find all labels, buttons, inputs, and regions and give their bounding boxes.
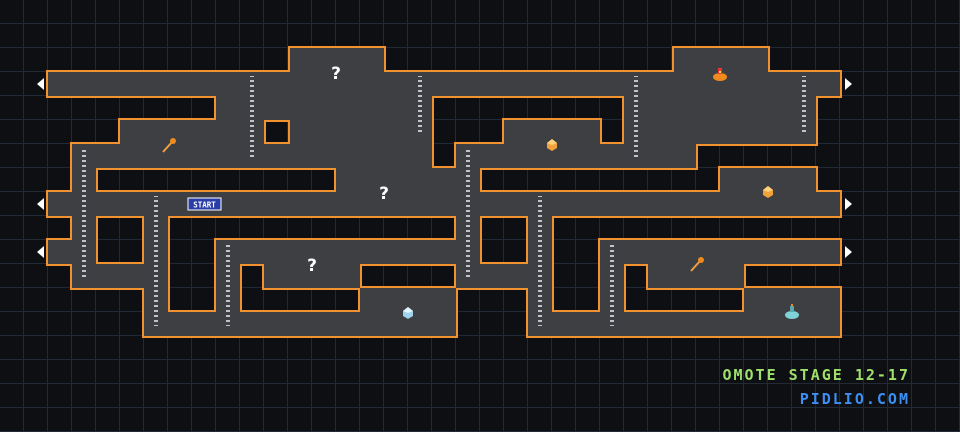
exit-right-arrow-icon[interactable] — [845, 198, 852, 210]
exit-left-arrow-icon[interactable] — [37, 198, 44, 210]
start-marker[interactable]: START — [187, 197, 222, 211]
corridor-segment[interactable] — [48, 192, 840, 216]
ladder[interactable] — [610, 244, 614, 326]
corridor-segment[interactable] — [96, 144, 312, 168]
corridor-segment[interactable] — [48, 240, 96, 264]
gem-icon[interactable] — [763, 186, 773, 198]
corridor-segment[interactable] — [264, 264, 360, 288]
ladder[interactable] — [82, 148, 86, 278]
mystery-boxes: ? ? ? — [307, 64, 389, 276]
wand-icon[interactable] — [162, 138, 176, 153]
corridor-segment[interactable] — [672, 120, 816, 144]
corridor-segment[interactable] — [290, 48, 384, 72]
wand-icon[interactable] — [690, 257, 704, 272]
ladder[interactable] — [226, 244, 230, 326]
ladder[interactable] — [538, 196, 542, 326]
exit-left-arrow-icon[interactable] — [37, 78, 44, 90]
exit-right-arrow-icon[interactable] — [845, 78, 852, 90]
corridor-segment[interactable] — [648, 264, 744, 288]
question-mark-icon[interactable]: ? — [379, 184, 389, 204]
ladder[interactable] — [634, 76, 638, 158]
ladder[interactable] — [250, 76, 254, 158]
potion-icon[interactable] — [713, 68, 727, 81]
corridor-segment[interactable] — [480, 144, 696, 168]
ladder[interactable] — [418, 76, 422, 134]
maze-corridors — [48, 48, 840, 336]
corridor-segment[interactable] — [648, 96, 794, 120]
corridor-segment[interactable] — [336, 168, 432, 192]
ladder[interactable] — [154, 196, 158, 326]
corridor-segment[interactable] — [120, 120, 216, 144]
exit-right-arrow-icon[interactable] — [845, 246, 852, 258]
corridor-segment[interactable] — [216, 240, 456, 264]
corridor-segment[interactable] — [600, 240, 840, 264]
gem-icon[interactable] — [403, 307, 413, 319]
potion-icon[interactable] — [785, 304, 799, 319]
stage-title: OMOTE STAGE 12-17 — [722, 366, 910, 384]
corridor-segment[interactable] — [216, 120, 264, 144]
corridor-segment[interactable] — [48, 72, 840, 96]
question-mark-icon[interactable]: ? — [307, 256, 317, 276]
site-watermark: PIDLIO.COM — [799, 390, 910, 408]
ladder[interactable] — [802, 76, 806, 134]
start-label: START — [193, 201, 216, 210]
corridor-segment[interactable] — [648, 120, 672, 144]
ladder[interactable] — [466, 148, 470, 278]
corridor-segment[interactable] — [312, 144, 432, 168]
exit-left-arrow-icon[interactable] — [37, 246, 44, 258]
corridor-segment[interactable] — [264, 96, 410, 120]
items — [162, 68, 799, 319]
question-mark-icon[interactable]: ? — [331, 64, 341, 84]
exit-arrows — [37, 78, 852, 258]
ladders — [82, 76, 806, 326]
corridor-segment[interactable] — [264, 96, 288, 120]
gem-icon[interactable] — [547, 139, 557, 151]
corridor-segment[interactable] — [432, 168, 456, 192]
